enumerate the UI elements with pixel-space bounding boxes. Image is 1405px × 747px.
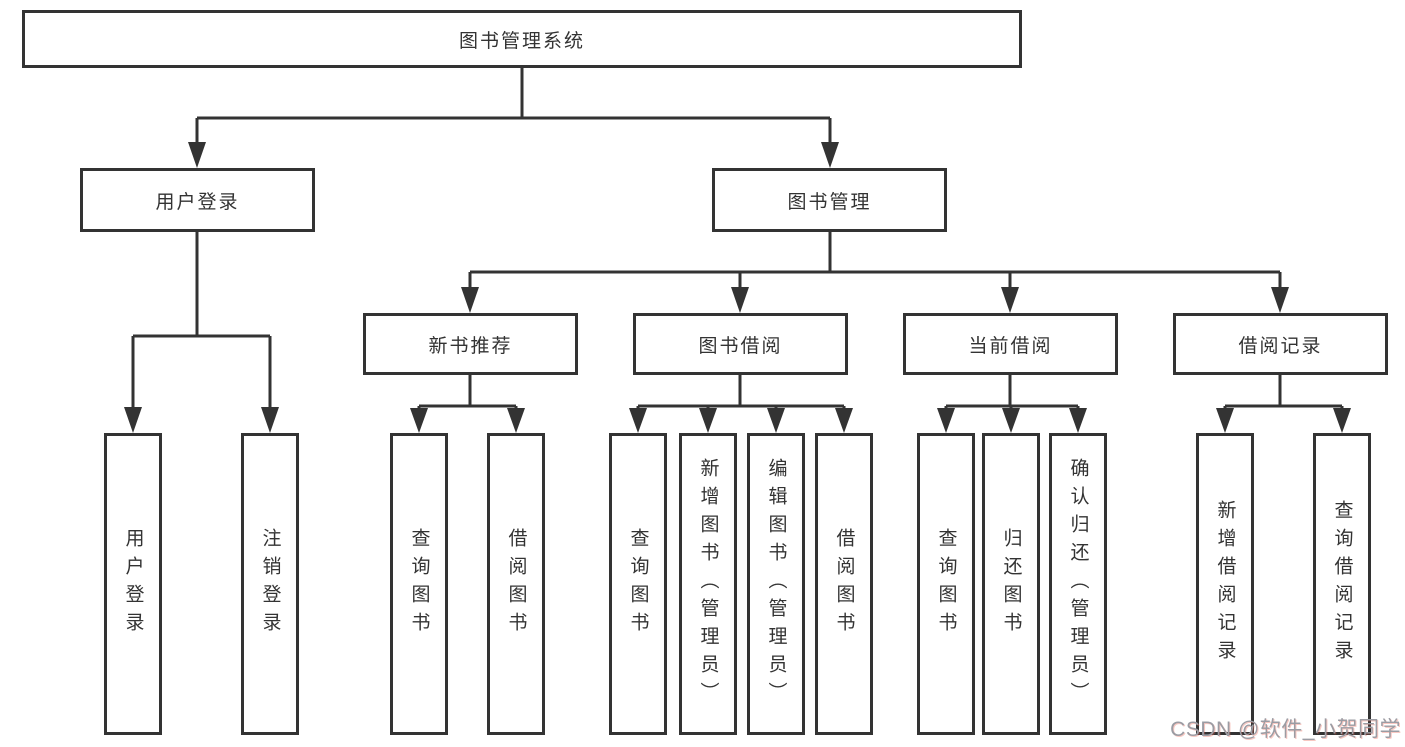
- leaf-borrow-books-2: 借阅图书: [815, 433, 873, 735]
- leaf-query-books-3: 查询图书: [917, 433, 975, 735]
- node-current-borrow: 当前借阅: [903, 313, 1118, 375]
- leaf-query-borrow-record: 查询借阅记录: [1313, 433, 1371, 735]
- node-library-system: 图书管理系统: [22, 10, 1022, 68]
- node-book-management: 图书管理: [712, 168, 947, 232]
- leaf-add-book-admin: 新增图书（管理员）: [679, 433, 737, 735]
- leaf-user-login: 用户登录: [104, 433, 162, 735]
- node-user-login: 用户登录: [80, 168, 315, 232]
- leaf-query-books-2: 查询图书: [609, 433, 667, 735]
- leaf-confirm-return-admin: 确认归还（管理员）: [1049, 433, 1107, 735]
- leaf-edit-book-admin: 编辑图书（管理员）: [747, 433, 805, 735]
- leaf-logout: 注销登录: [241, 433, 299, 735]
- node-book-borrow: 图书借阅: [633, 313, 848, 375]
- node-borrow-records: 借阅记录: [1173, 313, 1388, 375]
- leaf-add-borrow-record: 新增借阅记录: [1196, 433, 1254, 735]
- leaf-borrow-books-1: 借阅图书: [487, 433, 545, 735]
- csdn-watermark: CSDN @软件_小贺同学: [1170, 718, 1401, 741]
- leaf-return-books: 归还图书: [982, 433, 1040, 735]
- leaf-query-books-1: 查询图书: [390, 433, 448, 735]
- node-new-book-recommend: 新书推荐: [363, 313, 578, 375]
